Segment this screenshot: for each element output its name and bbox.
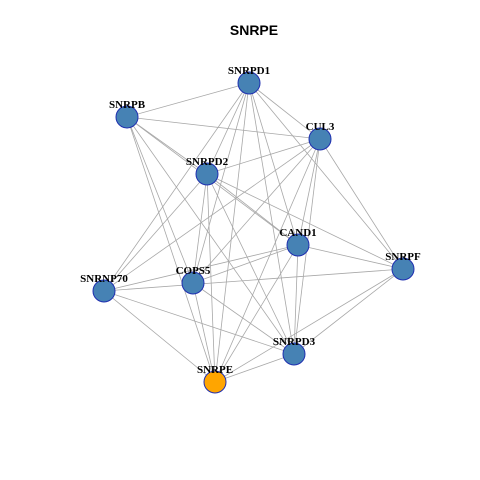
edge-snrpd1-snrpd3 [248, 82, 295, 355]
node-label-snrpb: SNRPB [109, 99, 146, 111]
node-cand1 [286, 233, 310, 257]
node-label-snrpd3: SNRPD3 [273, 336, 316, 348]
edge-snrpd1-cul3 [248, 82, 321, 140]
edge-cul3-cops5 [192, 138, 321, 284]
node-label-cand1: CAND1 [279, 227, 316, 239]
node-snrpe [203, 370, 227, 394]
edge-snrpd2-cand1 [206, 173, 299, 246]
node-label-snrpf: SNRPF [385, 251, 421, 263]
edge-cul3-cand1 [297, 138, 321, 246]
edge-cul3-snrpd2 [206, 138, 321, 175]
edge-snrpb-snrpd3 [126, 116, 295, 355]
node-snrpb [115, 105, 139, 129]
edge-snrpd2-cops5 [192, 173, 208, 284]
node-label-cul3: CUL3 [306, 121, 335, 133]
node-snrpd2 [195, 162, 219, 186]
edge-cand1-snrpe [214, 244, 299, 383]
edge-snrpb-cops5 [126, 116, 194, 284]
edge-snrpd2-snrpe [206, 173, 216, 383]
edge-snrpd1-snrpb [126, 82, 250, 118]
edge-layer [103, 82, 404, 383]
edge-snrpd2-snrpd3 [206, 173, 295, 355]
edge-snrpd1-cand1 [248, 82, 299, 246]
edge-snrpd1-cops5 [192, 82, 250, 284]
edge-snrpf-snrpe [214, 268, 404, 383]
edge-cand1-snrpd3 [293, 244, 299, 355]
node-label-snrpd2: SNRPD2 [186, 156, 229, 168]
node-label-snrpe: SNRPE [197, 364, 233, 376]
edge-cul3-snrnp70 [103, 138, 321, 292]
node-snrpd1 [237, 71, 261, 95]
edge-cand1-snrnp70 [103, 244, 299, 292]
node-snrpd3 [282, 342, 306, 366]
node-cops5 [181, 271, 205, 295]
edge-cand1-cops5 [192, 244, 299, 284]
edge-snrpf-snrpd3 [293, 268, 404, 355]
edge-snrpd3-snrpe [214, 353, 295, 383]
edge-snrpd2-snrpf [206, 173, 404, 270]
edge-snrpb-snrpe [126, 116, 216, 383]
node-snrnp70 [92, 279, 116, 303]
graph-title: SNRPE [230, 22, 278, 38]
node-label-snrpd1: SNRPD1 [228, 65, 270, 77]
edge-snrpd2-snrnp70 [103, 173, 208, 292]
edge-snrnp70-snrpd3 [103, 290, 295, 355]
node-layer [92, 71, 415, 394]
node-snrpf [391, 257, 415, 281]
edge-snrpb-cul3 [126, 116, 321, 140]
edge-snrpd1-snrpe [214, 82, 250, 383]
node-label-snrnp70: SNRNP70 [80, 273, 128, 285]
edge-cand1-snrpf [297, 244, 404, 270]
edge-snrnp70-snrpe [103, 290, 216, 383]
edge-cops5-snrpd3 [192, 282, 295, 355]
edge-cul3-snrpe [214, 138, 321, 383]
node-cul3 [308, 127, 332, 151]
edge-cul3-snrpf [319, 138, 404, 270]
edge-cops5-snrpe [192, 282, 216, 383]
edge-snrpf-snrnp70 [103, 268, 404, 292]
edge-snrpd1-snrpf [248, 82, 404, 270]
node-label-cops5: COPS5 [176, 265, 211, 277]
